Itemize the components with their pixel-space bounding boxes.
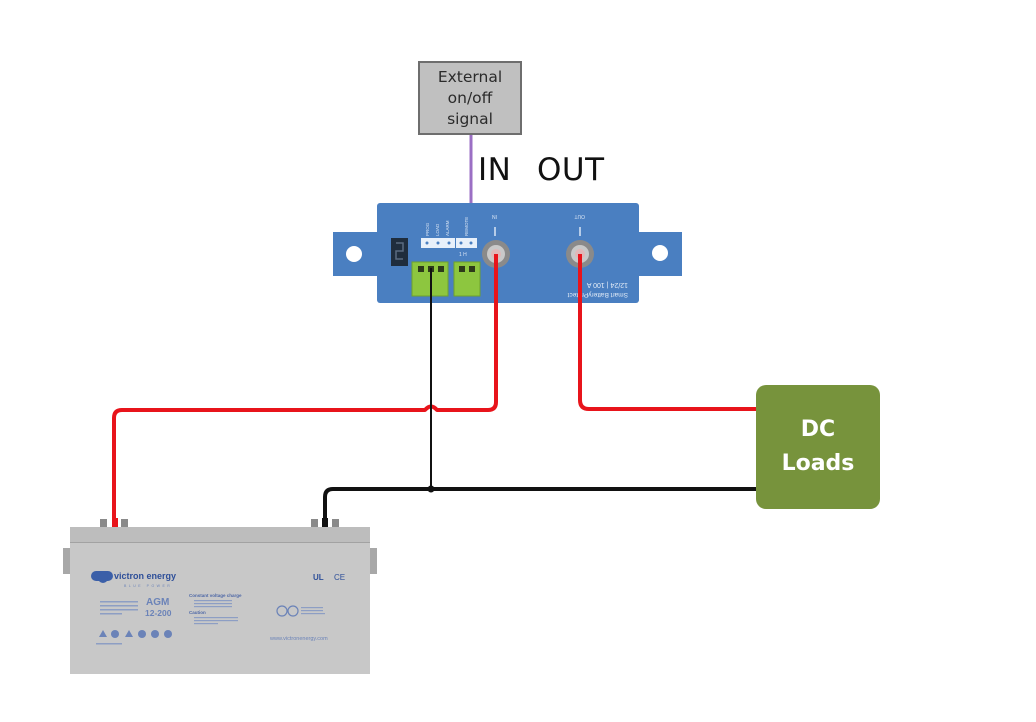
battery-negative-terminal	[322, 518, 328, 529]
device-name-text: Smart BatteryProtect	[567, 291, 628, 298]
caution-section-title: Caution	[189, 610, 206, 615]
battery-positive-terminal	[112, 518, 118, 529]
battery: victron energy BLUE POWER UL CE AGM 12-2…	[63, 518, 377, 674]
ul-mark: UL	[313, 573, 324, 582]
display-digit	[395, 242, 404, 260]
remote-header	[456, 238, 477, 248]
connector-labels: PROG LOAD ALARM REMOTE	[425, 217, 469, 236]
label-alarm: ALARM	[445, 220, 450, 236]
read-manual-icon	[111, 630, 119, 638]
right-mounting-hole	[652, 245, 668, 261]
no-flame-icon	[151, 630, 159, 638]
battery-lid	[70, 527, 370, 543]
recycle-icon	[276, 605, 288, 617]
victron-logo-icon	[91, 571, 113, 583]
battery-brand: victron energy	[114, 571, 176, 581]
battery-spec-text	[100, 601, 138, 615]
battery-body	[70, 543, 370, 674]
negative-battery-to-loads-wire	[323, 487, 757, 525]
battery-type: AGM	[146, 597, 169, 608]
children-icon	[164, 630, 172, 638]
battery-website: www.victronenergy.com	[269, 636, 328, 642]
remote-terminal-block	[453, 261, 481, 297]
battery-protect-device: PROG LOAD ALARM REMOTE 1 H IN OUT	[333, 203, 682, 303]
acid-warning-icon	[125, 630, 133, 637]
battery-tagline: BLUE POWER	[124, 584, 172, 588]
label-load: LOAD	[435, 223, 440, 236]
out-stud-label: OUT	[574, 213, 585, 219]
left-mounting-hole	[346, 246, 362, 262]
device-rating-text: 12/24 | 100 A	[587, 281, 628, 288]
seven-segment-display	[391, 238, 408, 266]
label-remote: REMOTE	[464, 217, 469, 236]
external-signal-box: External on/off signal	[418, 61, 522, 135]
warning-icons	[99, 630, 172, 638]
battery-right-handle	[367, 548, 377, 574]
eye-protection-icon	[138, 630, 146, 638]
battery-terminal-post	[100, 519, 107, 529]
positive-out-to-loads-wire	[578, 254, 757, 411]
ground-junction-dot	[427, 485, 435, 493]
disposal-icon	[287, 605, 299, 617]
label-prog: PROG	[425, 222, 430, 236]
battery-left-handle	[63, 548, 73, 574]
out-label: OUT	[537, 152, 605, 188]
warning-triangle-icon	[99, 630, 107, 637]
ce-mark: CE	[334, 573, 345, 582]
battery-model: 12-200	[145, 608, 172, 618]
dc-loads-label: DC Loads	[781, 417, 855, 476]
in-stud-label: IN	[492, 213, 497, 219]
charge-section-title: Constant voltage charge	[189, 593, 242, 598]
dc-loads-box: DC Loads	[756, 385, 880, 509]
external-signal-label: External on/off signal	[437, 67, 503, 128]
remote-pin-labels: 1 H	[459, 252, 467, 258]
in-label: IN	[478, 152, 512, 188]
